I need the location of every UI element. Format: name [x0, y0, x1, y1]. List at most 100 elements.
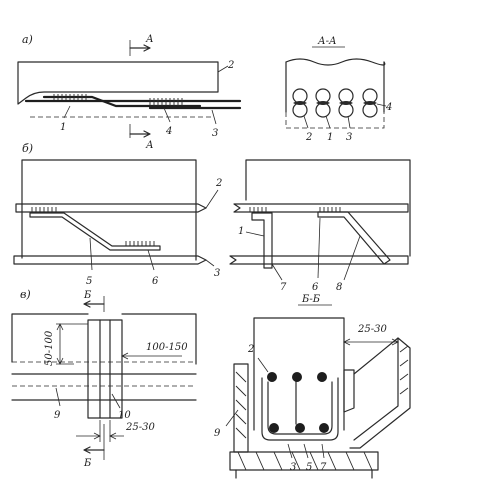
leader-v-10 — [111, 393, 121, 409]
bar-b-bent-5 — [29, 212, 161, 251]
bar-v-9 — [11, 373, 197, 401]
beam-v — [11, 313, 197, 365]
panel-b: б) 5 6 2 3 1 7 6 8 — [13, 142, 411, 293]
leader-a-2 — [217, 65, 229, 73]
leader-b-8 — [343, 235, 361, 281]
weld-b-left — [31, 207, 155, 246]
callout-aa-2: 2 — [305, 132, 312, 143]
leader-bb-5 — [303, 443, 309, 459]
formwork-bb-left-hatch — [235, 371, 247, 439]
callout-a-1: 1 — [60, 122, 66, 133]
dim-line-100-150 — [121, 352, 182, 360]
stirrup-bb — [261, 377, 339, 441]
base-plank-bb-hatch — [237, 451, 373, 471]
weld-a-right — [149, 98, 183, 106]
stirrup-bb-inner — [267, 381, 333, 435]
callout-b-3: 3 — [214, 268, 220, 279]
leader-bb-7 — [321, 443, 325, 459]
beam-b-left — [21, 159, 197, 261]
callout-b-6-left: 6 — [152, 276, 159, 287]
dim-line-50-100 — [56, 323, 88, 365]
callout-bb-5: 5 — [306, 462, 312, 473]
leader-bb-9 — [225, 409, 239, 427]
leader-a-4 — [163, 107, 171, 123]
break-line-aa — [285, 58, 386, 66]
panel-a-label: а) — [22, 33, 33, 46]
leaders-b-2-3-left — [205, 189, 219, 267]
panel-b-label: б) — [22, 142, 33, 155]
leader-b-6-right — [317, 217, 321, 279]
section-b-mark-bottom: Б — [83, 458, 92, 469]
formwork-bb-chute-hatch — [399, 345, 409, 395]
bars-bb — [267, 372, 329, 433]
section-a-mark-top: А — [145, 34, 154, 45]
callout-v-10: 10 — [118, 410, 131, 421]
bar-b-bottom-right — [229, 255, 409, 265]
section-b-mark-top: Б — [83, 290, 92, 301]
leader-b-5 — [89, 237, 93, 271]
callout-a-2: 2 — [227, 60, 234, 71]
base-plank-bb — [229, 451, 379, 471]
leader-bb-2 — [257, 357, 269, 373]
callout-bb-9: 9 — [214, 428, 221, 439]
section-arrow-a-bottom — [129, 130, 151, 138]
bar-b-top-right — [233, 203, 409, 213]
weld-a-left — [53, 94, 87, 100]
callout-b-1: 1 — [238, 226, 244, 237]
section-b-b: Б-Б 25-30 2 9 — [214, 294, 411, 479]
dim-100-150: 100-150 — [146, 342, 188, 353]
callout-aa-4: 4 — [385, 102, 392, 113]
beam-a — [17, 61, 219, 105]
dim-line-25-30-right — [343, 338, 399, 346]
section-arrow-a-top — [129, 44, 151, 52]
callout-v-9: 9 — [54, 410, 61, 421]
callout-bb-7: 7 — [320, 462, 327, 473]
callout-a-3: 3 — [212, 128, 218, 139]
panel-v: в) Б Б 50-100 100-150 25-30 9 10 — [11, 288, 197, 469]
bar-b-7 — [251, 212, 273, 269]
panel-v-label: в) — [20, 288, 31, 301]
leader-v-9 — [55, 387, 61, 407]
leader-b-1 — [245, 231, 265, 237]
section-a-mark-bottom: А — [145, 140, 154, 151]
leader-aa-2 — [303, 115, 309, 129]
leader-aa-1 — [325, 115, 331, 129]
dim-25-30-right: 25-30 — [357, 324, 387, 335]
section-arrow-b-bottom — [83, 446, 105, 454]
bar-b-top-left — [15, 203, 207, 213]
dim-line-25-30-bottom — [76, 420, 124, 442]
column-v — [87, 319, 123, 419]
section-arrow-b-top — [83, 300, 105, 308]
dim-25-30-bottom: 25-30 — [125, 422, 155, 433]
callout-b-6-right: 6 — [312, 282, 319, 293]
formwork-bb-chute — [349, 337, 411, 449]
formwork-bb-chute-inner — [353, 337, 399, 441]
leader-bb-3 — [287, 443, 293, 459]
leader-aa-3 — [347, 115, 351, 129]
leader-a-1 — [63, 105, 71, 119]
leader-b-7 — [271, 263, 283, 281]
panel-a: а) А А 1 2 3 4 — [17, 33, 242, 151]
section-b-b-title: Б-Б — [301, 294, 321, 305]
callout-aa-1: 1 — [327, 132, 333, 143]
section-a-a-title: А-А — [317, 36, 337, 47]
callout-aa-3: 3 — [346, 132, 352, 143]
callout-bb-3: 3 — [290, 462, 296, 473]
leader-b-6-left — [147, 249, 155, 271]
dash-aa — [285, 112, 385, 129]
bar-b-8 — [317, 211, 391, 265]
callout-b-7: 7 — [280, 282, 287, 293]
dim-50-100: 50-100 — [44, 330, 55, 366]
callout-b-2: 2 — [215, 178, 222, 189]
weld-b-right — [249, 207, 341, 212]
formwork-bb-right — [343, 369, 355, 413]
bar-b-bottom-left — [13, 255, 207, 265]
leader-a-3 — [211, 109, 217, 125]
section-a-a: А-А 2 1 3 4 — [285, 36, 392, 143]
beam-b-right — [245, 159, 411, 257]
callout-b-8: 8 — [336, 282, 342, 293]
callout-bb-2: 2 — [247, 344, 254, 355]
callout-b-5: 5 — [86, 276, 92, 287]
